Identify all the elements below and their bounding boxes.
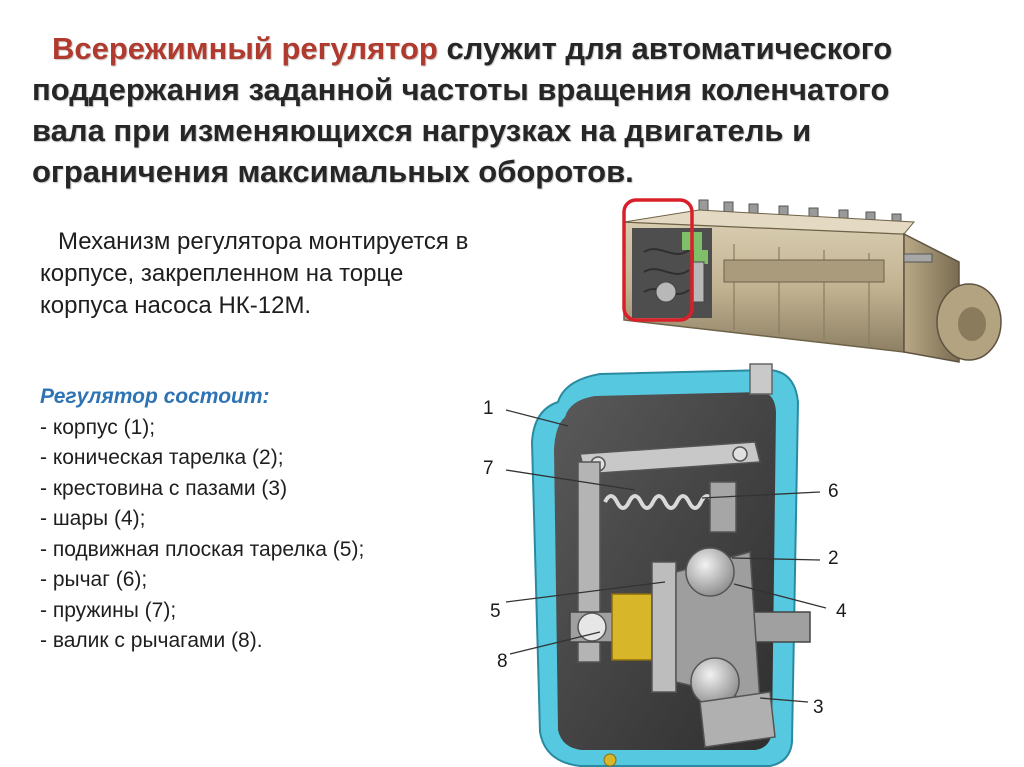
callout-6: 6 — [828, 481, 839, 502]
mount-line-3: корпуса насоса НК-12М. — [40, 292, 312, 319]
parts-items: - корпус (1); - коническая тарелка (2); … — [40, 413, 460, 657]
list-item: - коническая тарелка (2); — [40, 446, 284, 469]
list-item: - валик с рычагами (8). — [40, 629, 263, 652]
callout-5: 5 — [490, 601, 501, 622]
intro-line-1: Всережимный регулятор служит для автомат… — [32, 28, 982, 69]
callout-7: 7 — [483, 458, 494, 479]
callout-8: 8 — [497, 651, 508, 672]
mount-paragraph: Механизм регулятора монтируется в корпус… — [40, 226, 560, 322]
fuel-pump-illustration — [622, 198, 1002, 363]
list-item: - крестовина с пазами (3) — [40, 476, 288, 500]
list-item: - пружины (7); — [40, 598, 177, 622]
regulator-cross-section-diagram — [505, 363, 827, 767]
list-item: - корпус (1); — [40, 415, 156, 439]
callout-3: 3 — [813, 697, 824, 718]
intro-line-4: ограничения максимальных оборотов. — [32, 154, 634, 189]
intro-line-1-rest: служит для автоматического — [437, 31, 893, 66]
mount-line-2: корпусе, закрепленном на торце — [40, 260, 404, 287]
regulator-term: Всережимный регулятор — [52, 31, 438, 66]
parts-list-title: Регулятор состоит: — [40, 385, 270, 408]
callout-2: 2 — [828, 548, 839, 569]
mount-line-1: Механизм регулятора монтируется в — [58, 228, 469, 255]
intro-line-2: поддержания заданной частоты вращения ко… — [32, 72, 890, 107]
list-item: - рычаг (6); — [40, 568, 148, 591]
callout-1: 1 — [483, 398, 494, 419]
parts-list: Регулятор состоит: - корпус (1); - конич… — [40, 382, 460, 657]
callout-4: 4 — [836, 601, 847, 622]
intro-line-3: вала при изменяющихся нагрузках на двига… — [32, 113, 812, 148]
regulator-highlight-frame — [622, 198, 694, 322]
list-item: - шары (4); — [40, 507, 146, 530]
list-item: - подвижная плоская тарелка (5); — [40, 537, 365, 561]
intro-paragraph: Всережимный регулятор служит для автомат… — [32, 28, 982, 192]
